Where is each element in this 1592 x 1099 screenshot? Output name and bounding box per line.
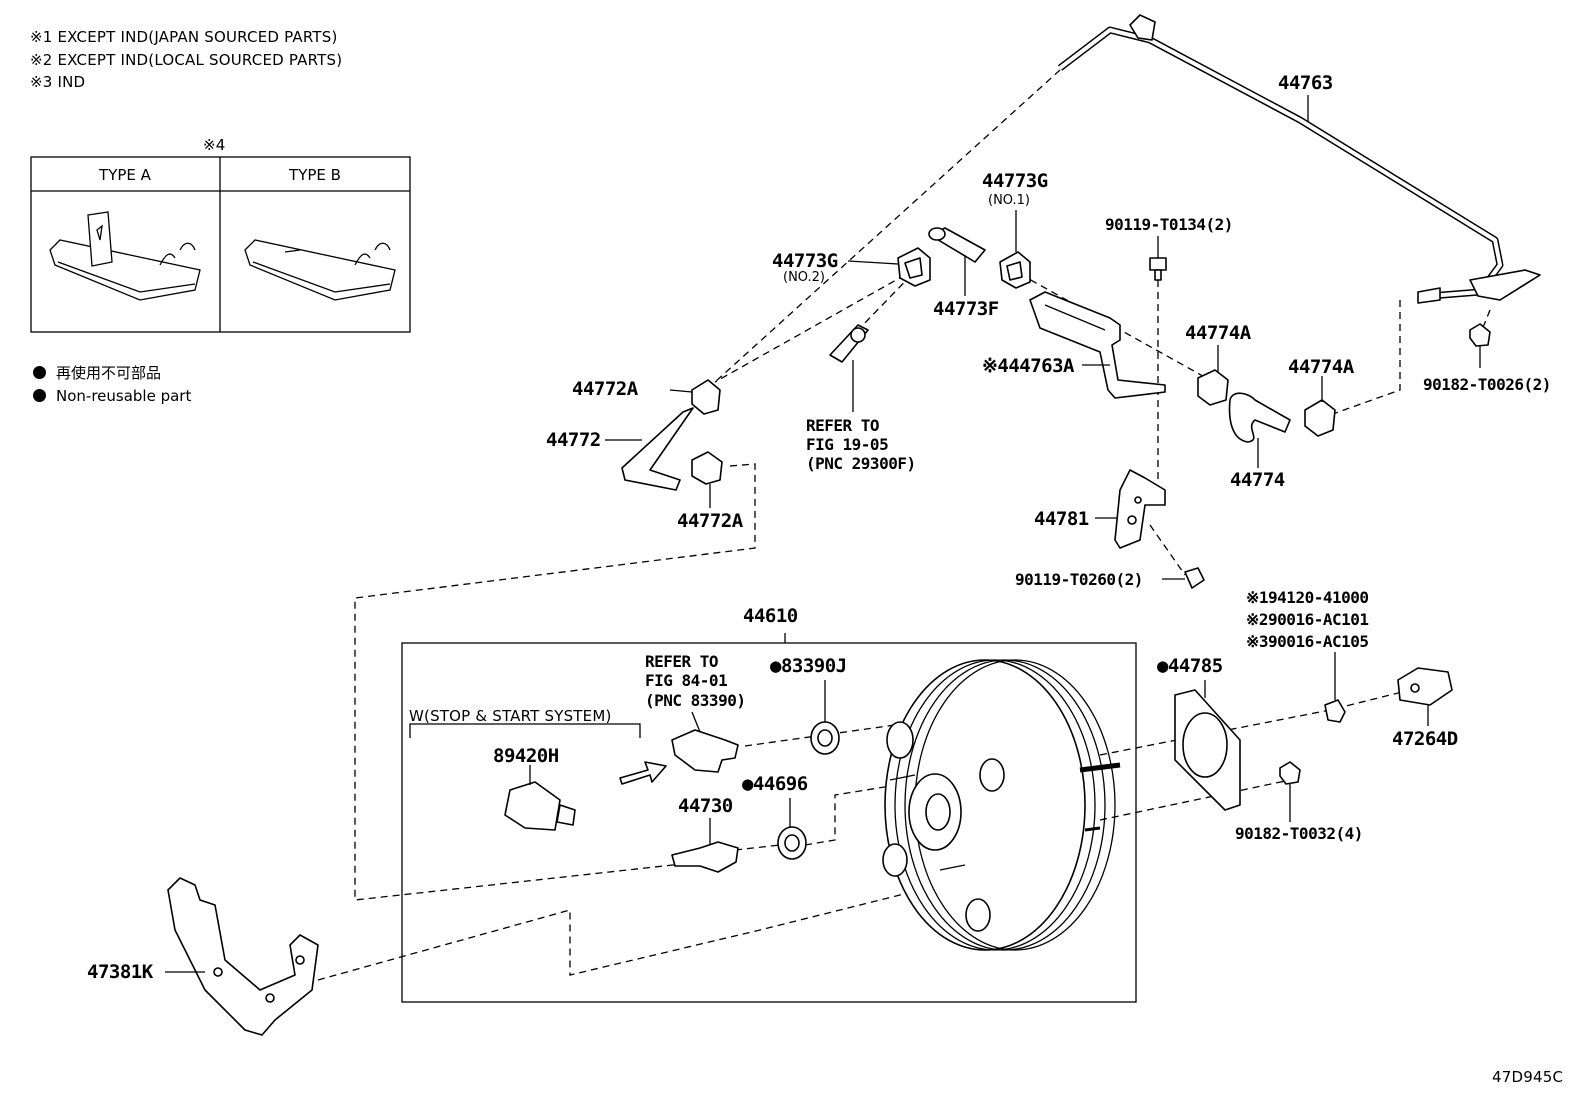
legend-en-text: Non-reusable part [56, 387, 192, 405]
label-44781: 44781 [1034, 508, 1089, 530]
hose-44774 [1228, 392, 1291, 443]
check-valve [829, 324, 869, 363]
vacuum-pipe-44763 [1057, 14, 1541, 304]
nut-90182-t0026 [1469, 323, 1491, 347]
label-90182-t0032: 90182-T0032(4) [1235, 824, 1363, 843]
label-90016-ac101: ※290016-AC101 [1246, 610, 1369, 629]
type-b-bracket-sketch [244, 239, 396, 301]
label-94120-41000: ※194120-41000 [1246, 588, 1369, 607]
grommet-44696 [777, 826, 807, 860]
refer-84-01-line1: REFER TO [645, 652, 719, 671]
clamp-44772a-2 [691, 451, 723, 485]
label-90016-ac105: ※390016-AC105 [1246, 632, 1369, 651]
figure-code: 47D945C [1492, 1068, 1564, 1086]
label-83390j: ●83390J [770, 655, 847, 677]
nut-90182-t0032 [1279, 761, 1301, 785]
note-1: ※1 EXCEPT IND(JAPAN SOURCED PARTS) [30, 28, 338, 46]
label-44774: 44774 [1230, 469, 1285, 491]
washer-94120-41000 [1324, 699, 1346, 723]
type-a-header: TYPE A [99, 166, 151, 184]
refer-19-05-line2: FIG 19-05 [806, 435, 889, 454]
label-47381k: 47381K [87, 961, 153, 983]
label-90119-t0134: 90119-T0134(2) [1105, 215, 1233, 234]
non-reusable-dot-icon [33, 366, 46, 379]
bracket-44781 [1114, 469, 1166, 549]
brake-booster-44610 [882, 659, 1121, 951]
note-3: ※3 IND [30, 73, 86, 91]
label-44773g-no1-sub: (NO.1) [988, 193, 1030, 208]
bracket-44763a [1029, 291, 1166, 399]
legend-jp: 再使用不可部品 [33, 362, 161, 383]
bracket-47381k [167, 877, 319, 1036]
label-44785: ●44785 [1157, 655, 1223, 677]
label-44773g-no2-sub: (NO.2) [783, 270, 825, 285]
label-44772: 44772 [546, 429, 601, 451]
stop-start-bracket-line [409, 723, 641, 738]
non-reusable-dot-icon [33, 389, 46, 402]
label-44610: 44610 [743, 605, 798, 627]
type-a-bracket-sketch [49, 211, 201, 301]
label-44772a-1: 44772A [572, 378, 638, 400]
legend-en: Non-reusable part [33, 387, 191, 405]
label-44772a-2: 44772A [677, 510, 743, 532]
hose-44773f [928, 227, 986, 263]
note-2: ※2 EXCEPT IND(LOCAL SOURCED PARTS) [30, 51, 343, 69]
refer-19-05-line1: REFER TO [806, 416, 880, 435]
type-table-mark: ※4 [203, 136, 226, 154]
label-47264d: 47264D [1392, 728, 1458, 750]
vacuum-sensor-valve [671, 729, 739, 773]
label-44774a-2: 44774A [1288, 356, 1354, 378]
label-89420h: 89420H [493, 745, 559, 767]
label-44763: 44763 [1278, 72, 1333, 94]
bolt-90119-t0134 [1149, 257, 1167, 281]
bracket-47264d [1397, 667, 1453, 706]
clamp-44774a-2 [1304, 399, 1336, 437]
hose-44772 [621, 407, 694, 491]
label-44773f: 44773F [933, 298, 999, 320]
label-44773g-no2: 44773G [772, 250, 838, 272]
label-90119-t0260: 90119-T0260(2) [1015, 570, 1143, 589]
label-44696: ●44696 [742, 773, 808, 795]
type-b-header: TYPE B [289, 166, 341, 184]
clamp-44773g-no2 [897, 247, 931, 287]
legend-jp-text: 再使用不可部品 [56, 364, 162, 382]
label-44763a: ※444763A [982, 355, 1075, 377]
booster-assembly-box [401, 642, 1137, 1003]
refer-84-01-line3: (PNC 83390) [645, 691, 746, 710]
gasket-44785 [1174, 689, 1241, 811]
check-valve-44730 [671, 841, 739, 873]
label-44773g-no1: 44773G [982, 170, 1048, 192]
clamp-44772a-1 [691, 379, 721, 415]
arrow-icon [619, 761, 667, 785]
type-table [30, 156, 411, 333]
clamp-44773g-no1 [999, 251, 1031, 289]
bolt-90119-t0260 [1184, 567, 1205, 589]
clamp-44774a-1 [1197, 369, 1229, 406]
label-44730: 44730 [678, 795, 733, 817]
refer-19-05-line3: (PNC 29300F) [806, 454, 916, 473]
label-44774a-1: 44774A [1185, 322, 1251, 344]
pressure-sensor-89420h [504, 781, 576, 831]
grommet-83390j [810, 721, 840, 755]
refer-84-01-line2: FIG 84-01 [645, 671, 728, 690]
label-90182-t0026: 90182-T0026(2) [1423, 375, 1551, 394]
label-stop-start: W(STOP & START SYSTEM) [409, 707, 612, 725]
